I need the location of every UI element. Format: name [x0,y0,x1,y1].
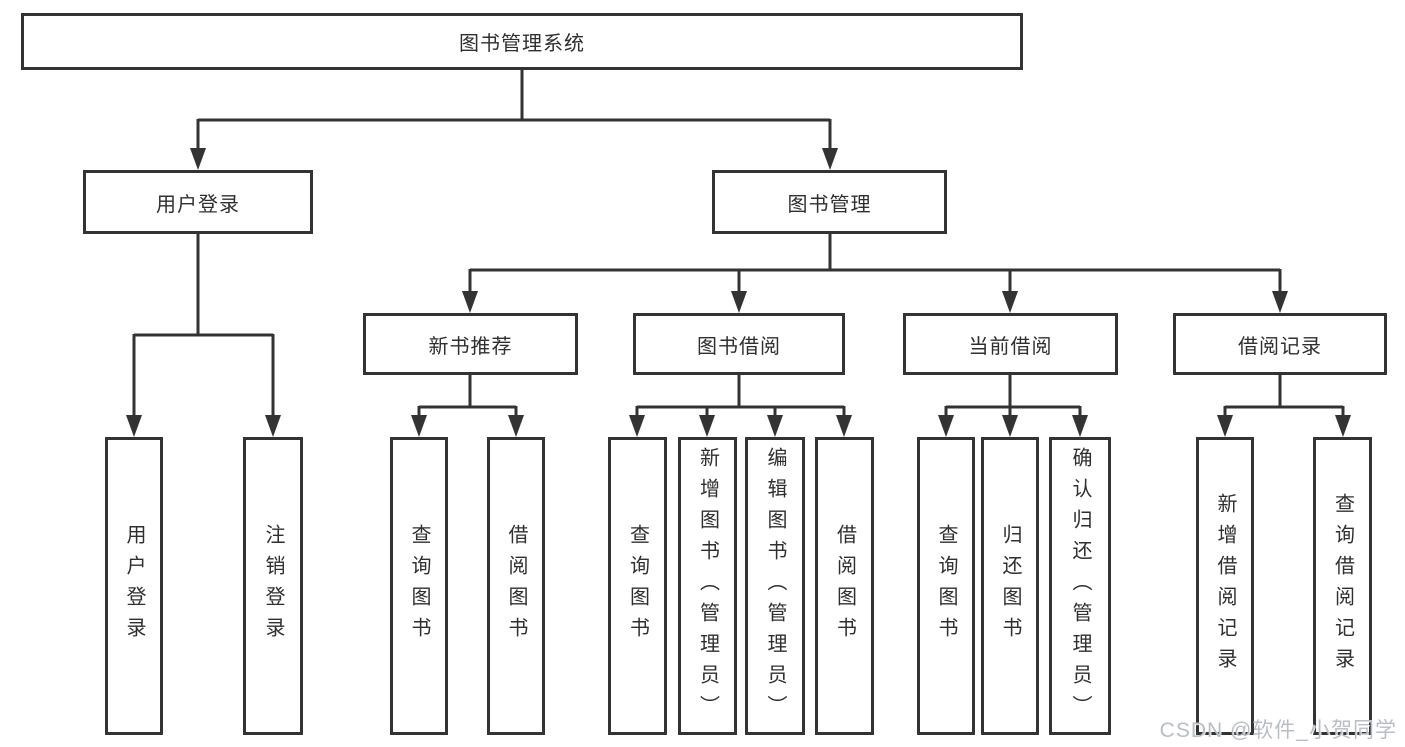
arrowhead-icon [822,148,838,170]
arrowhead-icon [629,415,645,437]
node-user-login: 用户登录 [83,170,313,234]
leaf-query-books-recommend: 查询图书 [390,437,448,735]
arrowhead-icon [411,415,427,437]
arrowhead-icon [938,415,954,437]
leaf-user-login: 用户登录 [105,437,163,735]
node-label: 查询图书 [626,524,649,648]
node-label: 新增借阅记录 [1214,493,1236,679]
arrowhead-icon [731,291,747,313]
leaf-edit-book-admin: 编辑图书（管理员） [745,437,805,735]
arrowhead-icon [190,148,206,170]
leaf-query-books-borrowing: 查询图书 [608,437,667,735]
node-label: 当前借阅 [968,335,1053,358]
node-label: 查询图书 [408,524,430,648]
leaf-borrow-books-borrowing: 借阅图书 [815,437,874,735]
node-label: 借阅图书 [833,524,856,648]
node-label: 编辑图书（管理员） [764,446,786,726]
node-label: 图书管理系统 [459,33,585,55]
connector-path [132,70,1345,419]
node-book-borrowing: 图书借阅 [633,313,845,375]
arrowhead-icon [767,415,783,437]
arrowhead-icon [265,415,281,437]
leaf-add-book-admin: 新增图书（管理员） [678,437,737,735]
node-label: 图书借阅 [697,335,781,358]
arrowhead-icon [836,415,852,437]
arrowhead-icon [1335,415,1351,437]
node-current-borrowing: 当前借阅 [903,313,1118,375]
node-new-book-recommend: 新书推荐 [363,313,578,375]
node-label: 查询图书 [935,524,957,648]
arrowhead-icon [1272,291,1288,313]
node-borrowing-records: 借阅记录 [1173,313,1387,375]
node-label: 用户登录 [156,193,240,216]
leaf-query-borrow-record: 查询借阅记录 [1313,437,1372,735]
leaf-add-borrow-record: 新增借阅记录 [1196,437,1254,735]
node-label: 新增图书（管理员） [696,446,719,726]
leaf-confirm-return-admin: 确认归还（管理员） [1049,437,1111,735]
arrowhead-icon [508,415,524,437]
arrowhead-icon [462,291,478,313]
leaf-return-book: 归还图书 [981,437,1039,735]
leaf-borrow-books-recommend: 借阅图书 [487,437,545,735]
node-label: 查询借阅记录 [1331,493,1354,679]
node-label: 用户登录 [123,524,145,648]
node-library-system: 图书管理系统 [21,13,1023,70]
node-label: 归还图书 [999,524,1021,648]
leaf-logout: 注销登录 [243,437,303,735]
node-label: 新书推荐 [428,335,513,358]
arrowhead-icon [1217,415,1233,437]
node-label: 借阅记录 [1238,335,1322,358]
node-label: 借阅图书 [505,524,527,648]
arrowhead-icon [1072,415,1088,437]
arrowhead-icon [1002,415,1018,437]
node-label: 确认归还（管理员） [1069,446,1091,726]
node-book-management: 图书管理 [712,170,947,234]
leaf-query-books-current: 查询图书 [917,437,975,735]
node-label: 注销登录 [262,524,284,648]
arrowhead-icon [1002,291,1018,313]
arrowhead-icon [699,415,715,437]
arrowhead-icon [126,415,142,437]
watermark-text: CSDN @软件_小贺同学 [1159,719,1397,742]
node-label: 图书管理 [787,193,872,216]
